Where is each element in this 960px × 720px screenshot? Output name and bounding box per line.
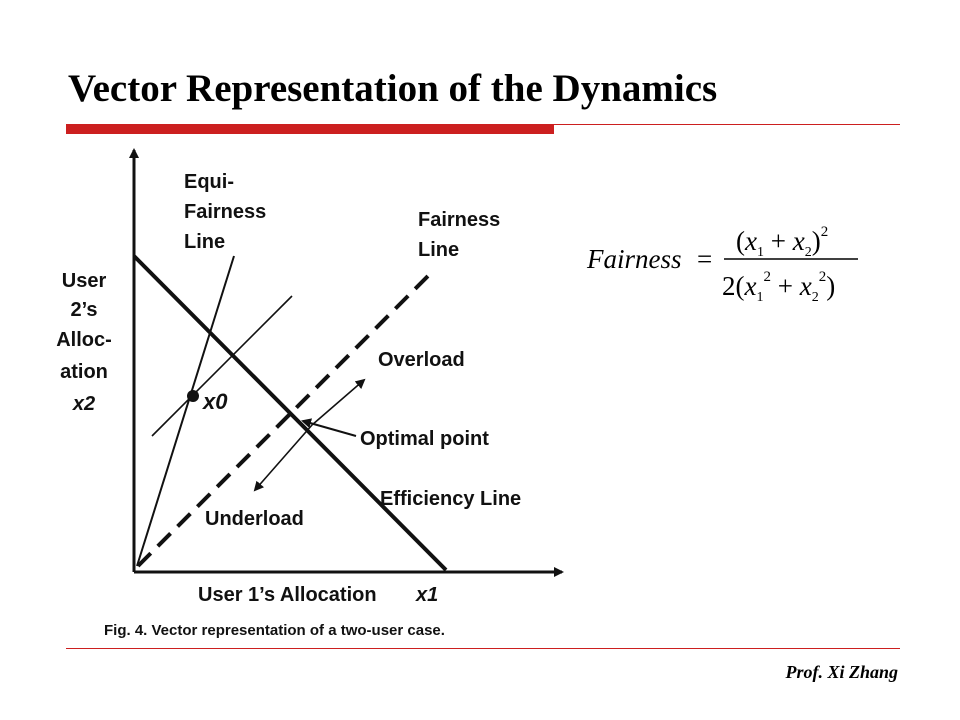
efficiency-line-label: Efficiency Line [380,488,521,510]
underload-arrow [253,424,313,492]
formula-lhs: Fairness [586,244,682,274]
y-axis-label-line-2: 2’s [70,299,97,321]
y-axis-label-line-4: ation [60,361,108,383]
formula-denominator: 2(x12 + x22) [722,269,835,305]
svg-text:2(x12 + x22): 2(x12 + x22) [722,269,835,305]
y-axis-symbol: x2 [72,393,95,415]
overload-arrow [311,378,366,426]
y-axis-label-line-3: Alloc- [56,329,112,351]
efficiency-line [132,254,448,572]
x0-point [187,390,199,402]
fairness-line [136,272,432,568]
y-axis-label: User 2’s Alloc- ation x2 [56,270,112,415]
fairness-label-line-2: Line [418,239,459,261]
formula-numerator: (x1 + x2)2 [736,224,828,260]
underload-label: Underload [205,508,304,530]
optimal-point-label: Optimal point [360,428,489,450]
overload-label: Overload [378,349,465,371]
optimal-point-arrow [301,418,357,437]
footer-author: Prof. Xi Zhang [785,662,898,682]
x-axis-label: User 1’s Allocation [198,584,377,606]
fairness-label-line-1: Fairness [418,209,500,231]
y-axis-label-line-1: User [62,270,107,292]
footer-rule [66,648,900,649]
equi-fairness-label-line-3: Line [184,231,225,253]
x0-label: x0 [202,389,228,414]
equi-fairness-label-line-1: Equi- [184,171,234,193]
title-rule [554,124,900,125]
equi-fairness-label: Equi- Fairness Line [184,171,266,253]
x0-line [151,295,293,437]
equi-fairness-line [136,255,235,567]
fairness-formula: Fairness = (x1 + x2)2 2(x12 + x22) [586,224,858,305]
formula-equals: = [697,244,712,274]
title-accent-bar [66,124,554,134]
figure-caption: Fig. 4. Vector representation of a two-u… [104,622,445,639]
equi-fairness-label-line-2: Fairness [184,201,266,223]
x-axis-symbol: x1 [415,584,438,606]
fairness-label: Fairness Line [418,209,500,261]
svg-text:(x1 + x2)2: (x1 + x2)2 [736,224,828,260]
slide-title: Vector Representation of the Dynamics [68,67,718,110]
